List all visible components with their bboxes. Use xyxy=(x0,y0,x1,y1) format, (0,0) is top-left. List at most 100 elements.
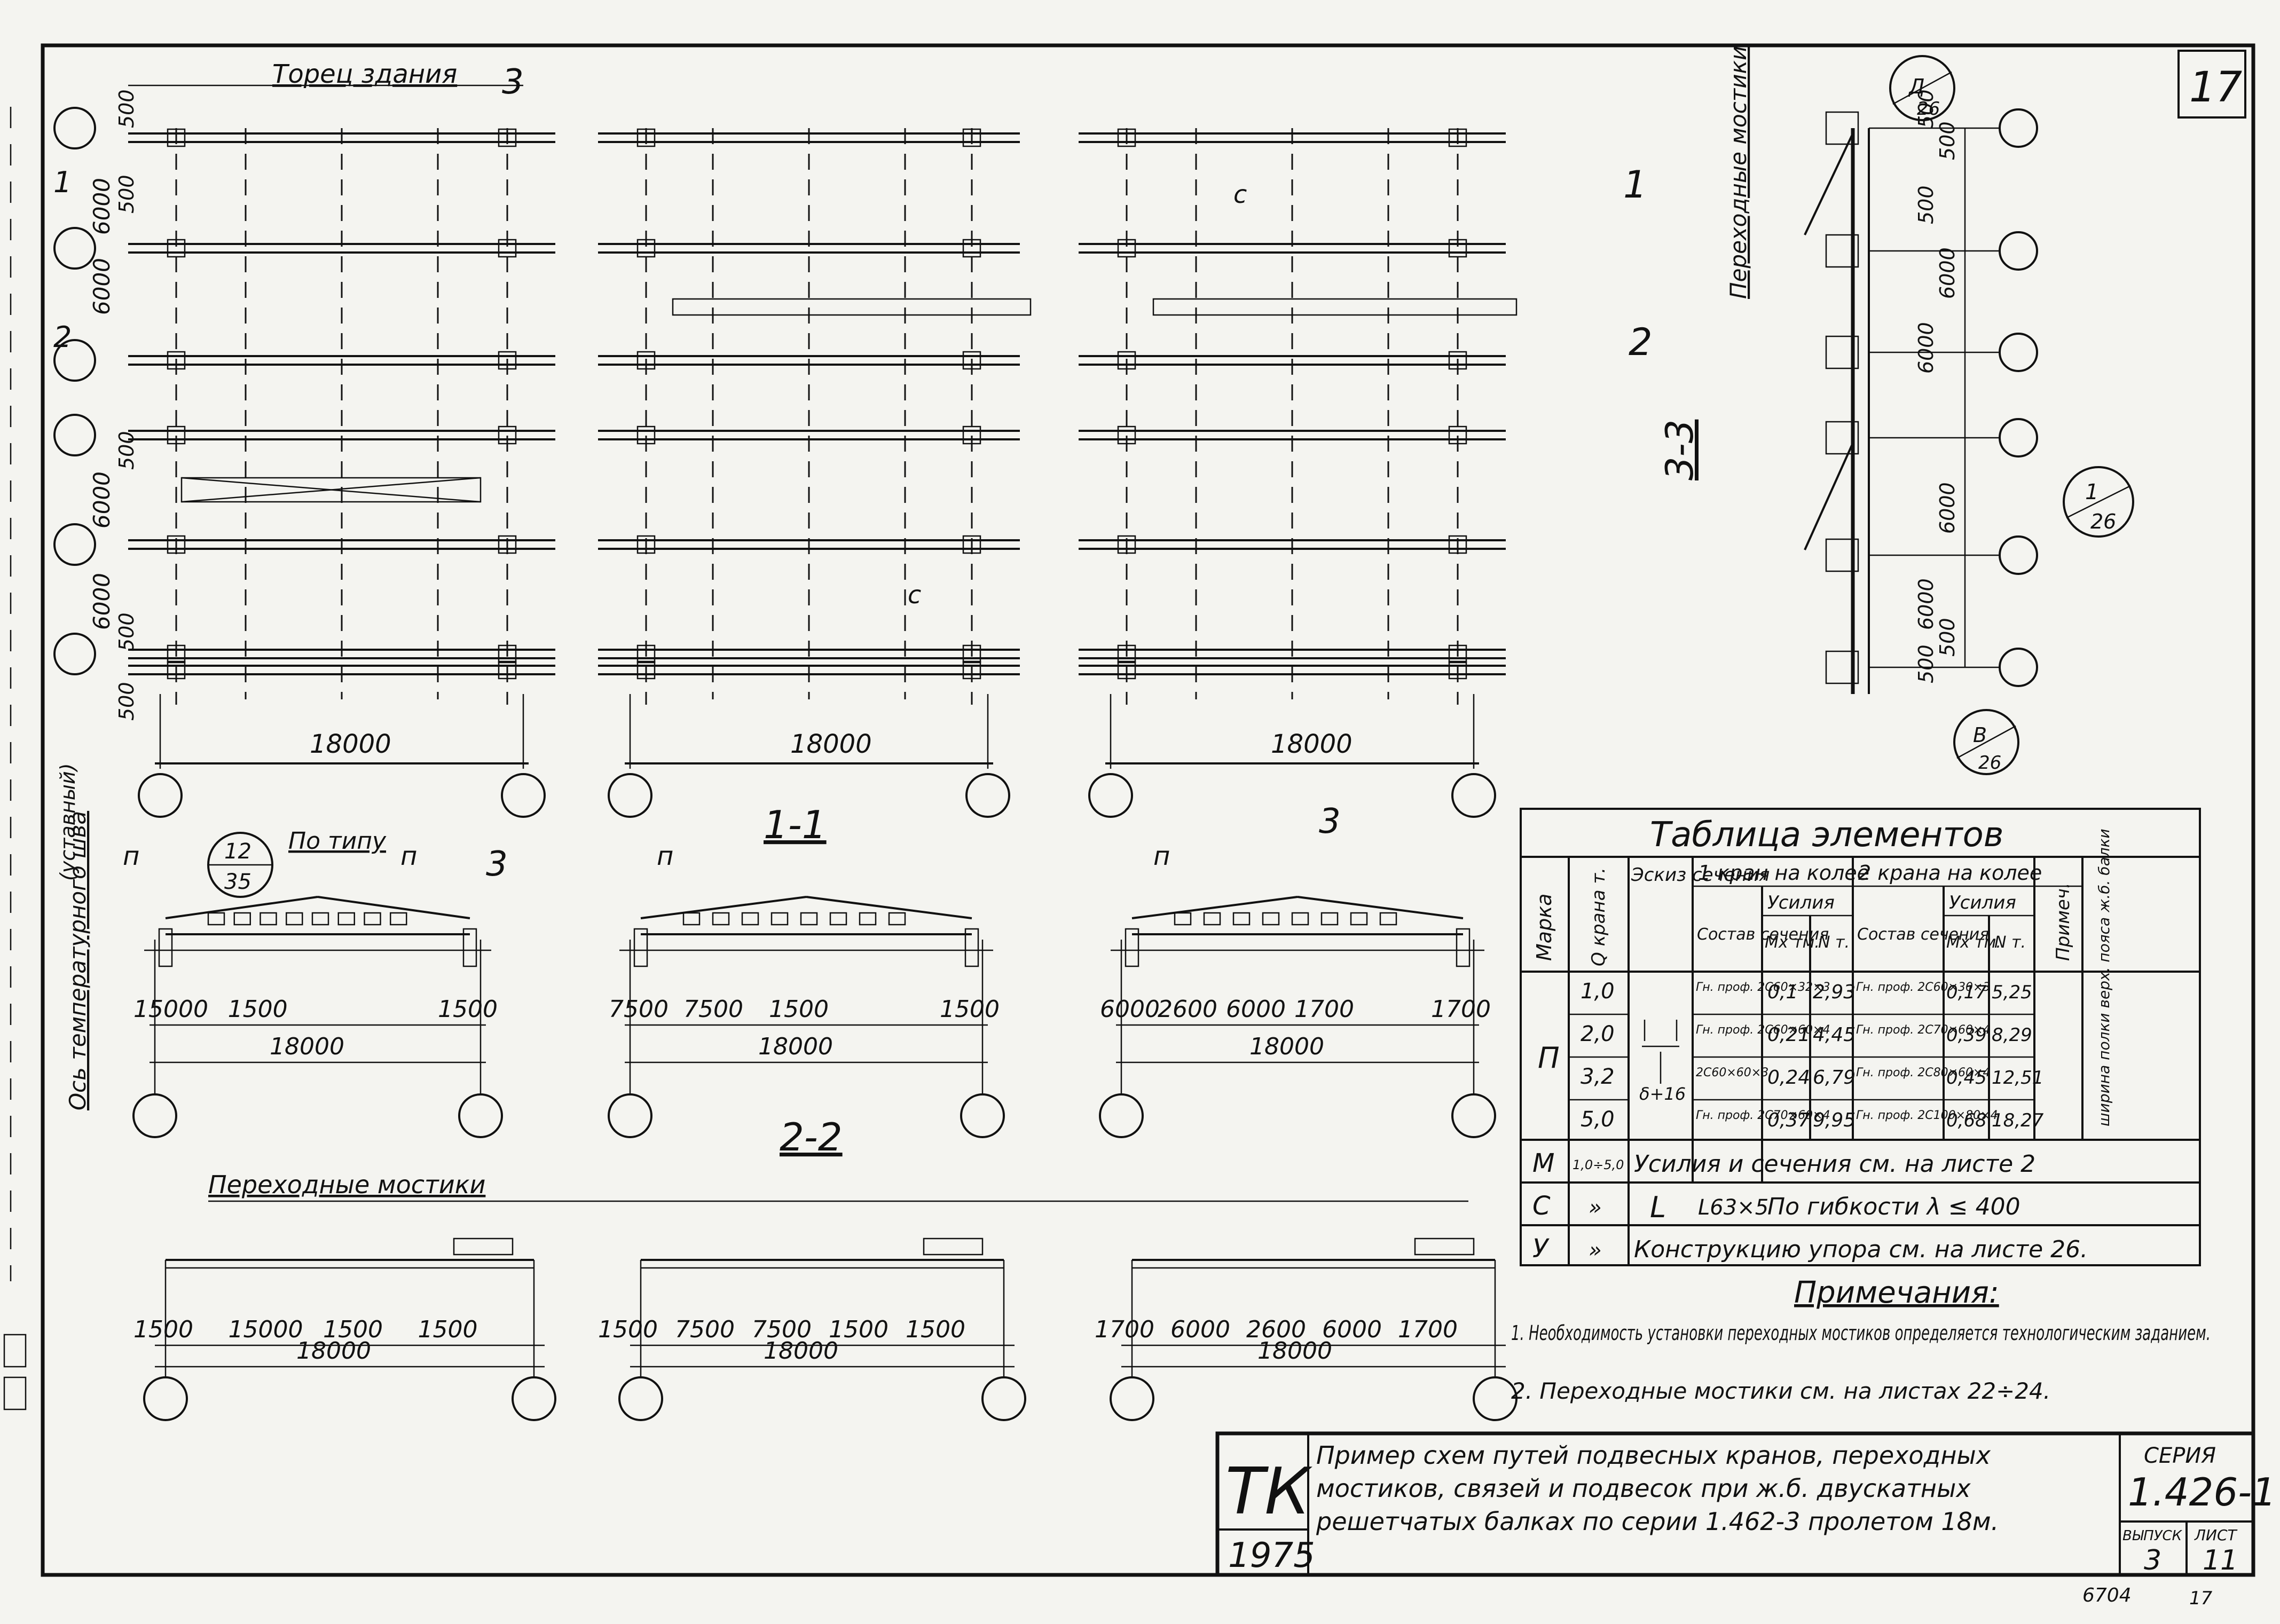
table-title: Таблица элементов xyxy=(1650,815,2003,855)
note-1: 1. Необходимость установки переходных мо… xyxy=(1511,1321,2211,1345)
plan-mark-2: 2 xyxy=(53,320,72,354)
span-dim-text: 2600 xyxy=(1246,1316,1306,1343)
row-mx-2: 0,17 xyxy=(1946,982,1987,1003)
table-h-mx-1: Mx тм. xyxy=(1765,933,1820,952)
truss-panel xyxy=(1350,912,1368,926)
row-axis-circle xyxy=(53,633,96,675)
span-dim-text: 18000 xyxy=(296,1337,371,1365)
column-stub xyxy=(1456,928,1471,967)
row-mx-1: 0,37 xyxy=(1767,1109,1810,1131)
sheet-frame xyxy=(41,43,2255,1577)
span-dim-text: 18000 xyxy=(1249,1033,1324,1060)
callout-b-den: 26 xyxy=(2090,510,2116,533)
span-dim-text: 1500 xyxy=(323,1316,383,1343)
column-axis-circle xyxy=(512,1376,556,1421)
hanger-node xyxy=(1448,644,1467,664)
row-n-1: 2,93 xyxy=(1813,981,1856,1003)
hanger-node xyxy=(498,535,517,554)
hanger-node xyxy=(167,425,186,445)
hanger-node xyxy=(962,128,981,147)
hanger-node xyxy=(167,535,186,554)
row-n-1: 6,79 xyxy=(1813,1067,1856,1089)
truss-panel xyxy=(771,912,789,926)
span-dim-text: 1500 xyxy=(829,1316,889,1343)
column-axis-circle xyxy=(618,1376,663,1421)
row-mx-1: 0,21 xyxy=(1767,1024,1810,1046)
hanger-node xyxy=(1117,660,1136,680)
span-dim-text: 18000 xyxy=(270,1033,344,1060)
truss-panel xyxy=(1291,912,1309,926)
bridge-node xyxy=(1825,335,1859,369)
hanger-node xyxy=(636,351,656,370)
type-callout-num: 12 xyxy=(224,839,251,864)
row-q: 2,0 xyxy=(1581,1022,1615,1046)
bridge-node xyxy=(1825,421,1859,455)
issue-number: 3 xyxy=(2144,1544,2161,1576)
table-h-1crane: 1 кран на колее xyxy=(1698,861,1869,885)
span-dim-text: 1700 xyxy=(1431,996,1491,1023)
sketch-section xyxy=(1642,1020,1679,1084)
row-m-mark: М xyxy=(1532,1148,1554,1178)
issue-label: ВЫПУСК xyxy=(2122,1528,2183,1544)
column-axis-circle xyxy=(1099,1093,1144,1138)
plan-span-1: 18000 xyxy=(310,729,391,759)
span-dim-text: 6000 xyxy=(1100,996,1160,1023)
column-axis-circle xyxy=(1110,1376,1154,1421)
truss-panel xyxy=(260,912,277,926)
truss-panel xyxy=(800,912,818,926)
row-n-2: 8,29 xyxy=(1992,1024,2032,1046)
side-note: (уставный) xyxy=(56,763,80,881)
hanger-node xyxy=(1117,239,1136,258)
truss-panel xyxy=(364,912,381,926)
bridge-platform xyxy=(453,1237,514,1256)
section-2-2-title: 2-2 xyxy=(780,1115,843,1160)
row-section-2: Гн. проф. 2С80×60×4 xyxy=(1856,1066,1990,1079)
column-axis-circle xyxy=(458,1093,503,1138)
row-section-1: 2С60×60×3 xyxy=(1696,1066,1768,1079)
row-s-sect: L63×5 xyxy=(1698,1195,1768,1220)
truss-panel xyxy=(233,912,251,926)
sheet-num: 11 xyxy=(2203,1544,2238,1576)
span-dim-text: 1500 xyxy=(228,996,288,1023)
hanger-node xyxy=(498,239,517,258)
title-block-frame xyxy=(1215,1431,2255,1577)
hanger-node xyxy=(962,644,981,664)
dim-500-d: 500 xyxy=(115,612,138,651)
callout-divider-a xyxy=(1892,71,1952,105)
hanger-node xyxy=(636,128,656,147)
sheet-number: 17 xyxy=(2189,64,2242,112)
column-axis-circle xyxy=(1451,1093,1496,1138)
row-u-q: » xyxy=(1589,1238,1602,1263)
type-callout-den: 35 xyxy=(224,870,251,894)
table-note-text: ширина полки верх. пояса ж.б. балки xyxy=(2095,829,2113,1126)
span-dim-text: 1700 xyxy=(1294,996,1354,1023)
dim-500-b: 500 xyxy=(115,175,138,214)
row-axis-circle xyxy=(53,107,96,149)
truss-panel xyxy=(1262,912,1280,926)
span-dim-text: 1500 xyxy=(133,1316,193,1343)
bridge-axis-circle xyxy=(1999,231,2038,271)
callout-a-num: Д xyxy=(1908,75,1925,98)
brace-box xyxy=(672,298,1032,316)
table-sketch-dim: δ+16 xyxy=(1639,1084,1686,1104)
title-block xyxy=(1215,1431,2255,1577)
span-dim-text: 1500 xyxy=(769,996,829,1023)
row-axis-circle xyxy=(53,523,96,566)
span-dim-text: 1500 xyxy=(438,996,498,1023)
hanger-node xyxy=(167,128,186,147)
p-mark-4: п xyxy=(1153,841,1170,871)
hanger-node xyxy=(498,128,517,147)
type-callout-label: По типу xyxy=(288,827,387,855)
truss-top xyxy=(1131,896,1298,919)
section-1-1-title: 1-1 xyxy=(764,802,827,847)
row-n-2: 12,51 xyxy=(1992,1067,2043,1089)
truss-top xyxy=(640,896,807,919)
span-dim-text: 15000 xyxy=(133,996,208,1023)
callout-c2: с xyxy=(908,580,921,609)
span-dim-text: 1700 xyxy=(1095,1316,1154,1343)
hanger-node xyxy=(962,535,981,554)
hanger-node xyxy=(636,644,656,664)
table-h-usilia-1: Усилия xyxy=(1767,892,1835,913)
bridge-dim-text: 500 xyxy=(1936,121,1959,160)
